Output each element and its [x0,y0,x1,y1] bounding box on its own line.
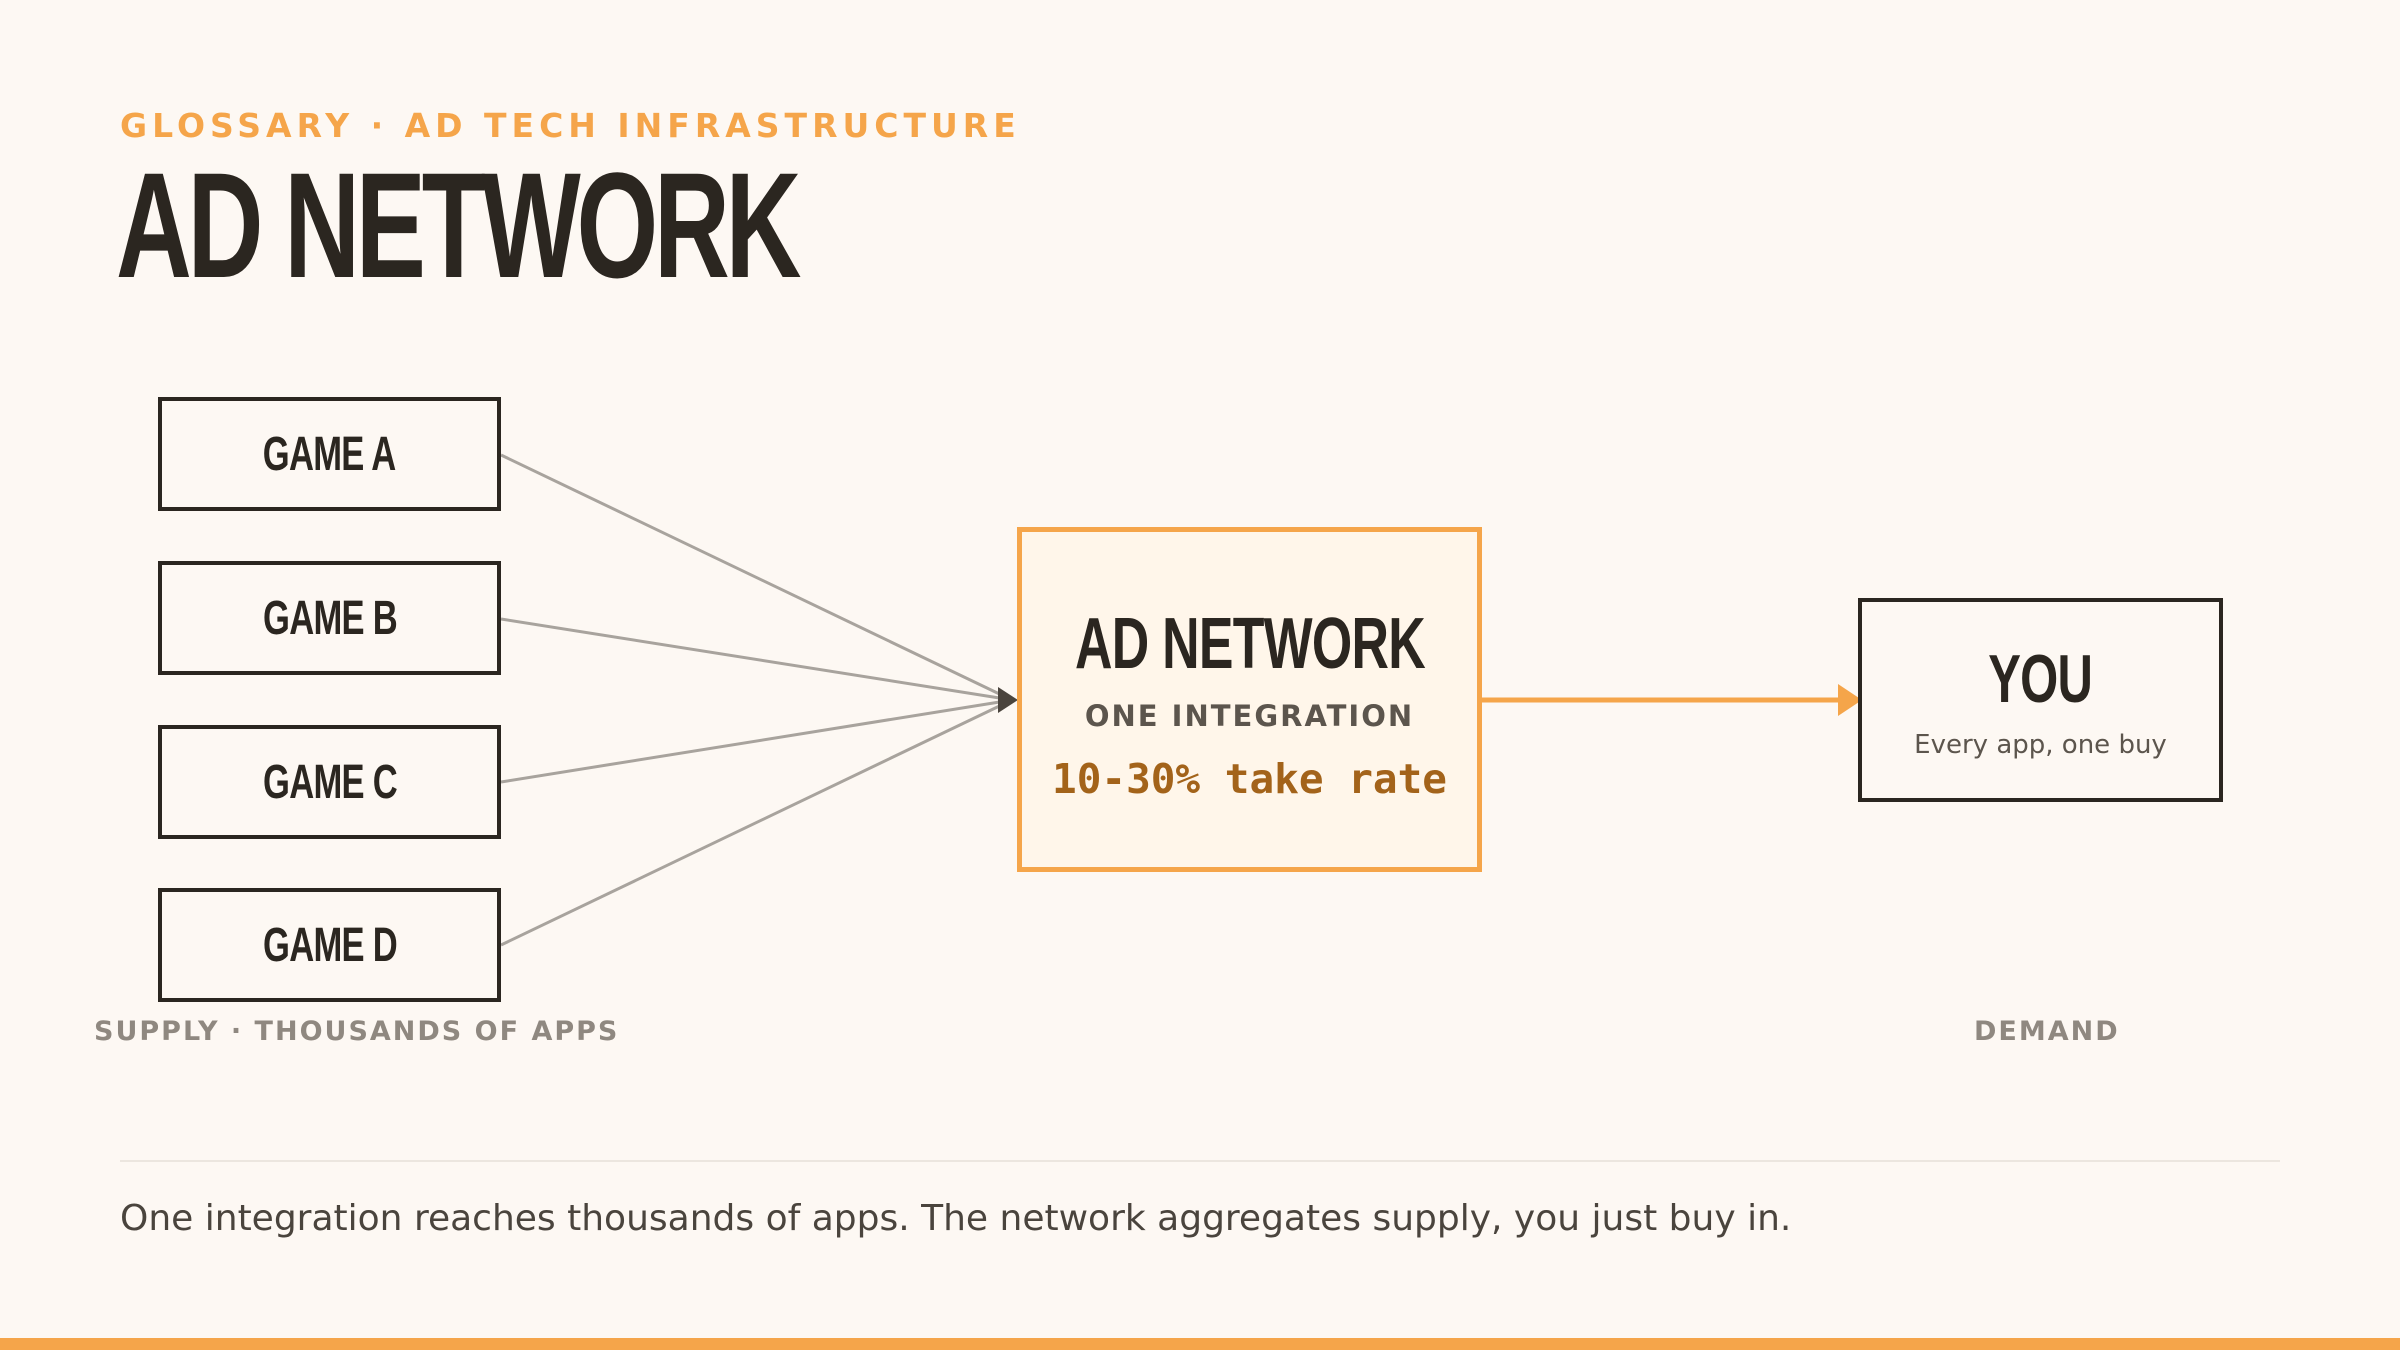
take-rate-label: 10-30% take rate [1052,754,1447,803]
connector-game-d [500,698,1013,947]
connector-game-b [500,617,1013,702]
game-label: GAME D [262,918,398,972]
demand-you-node: YOU Every app, one buy [1858,598,2223,802]
game-label: GAME A [263,427,396,481]
supply-game-b: GAME B [158,561,501,675]
eyebrow-label: GLOSSARY · AD TECH INFRASTRUCTURE [120,106,1021,145]
arrowhead-network-icon [998,687,1018,713]
connector-game-c [500,698,1013,784]
supply-game-c: GAME C [158,725,501,839]
network-subtitle: ONE INTEGRATION [1084,698,1415,733]
demand-caption: DEMAND [1974,1016,2120,1047]
supply-game-a: GAME A [158,397,501,511]
you-title: YOU [1988,641,2094,717]
game-label: GAME C [262,755,398,809]
footer-summary: One integration reaches thousands of app… [120,1198,1792,1239]
connector-game-a [500,453,1013,702]
arrowhead-you-icon [1838,684,1862,716]
ad-network-node: AD NETWORK ONE INTEGRATION 10-30% take r… [1017,527,1482,872]
bottom-accent-bar [0,1338,2400,1350]
supply-game-d: GAME D [158,888,501,1002]
you-subtitle: Every app, one buy [1914,730,2167,760]
page-title: AD NETWORK [116,141,801,309]
supply-caption: SUPPLY · THOUSANDS OF APPS [94,1016,620,1047]
network-title: AD NETWORK [1074,603,1426,684]
game-label: GAME B [262,591,398,645]
footer-divider [120,1160,2280,1162]
